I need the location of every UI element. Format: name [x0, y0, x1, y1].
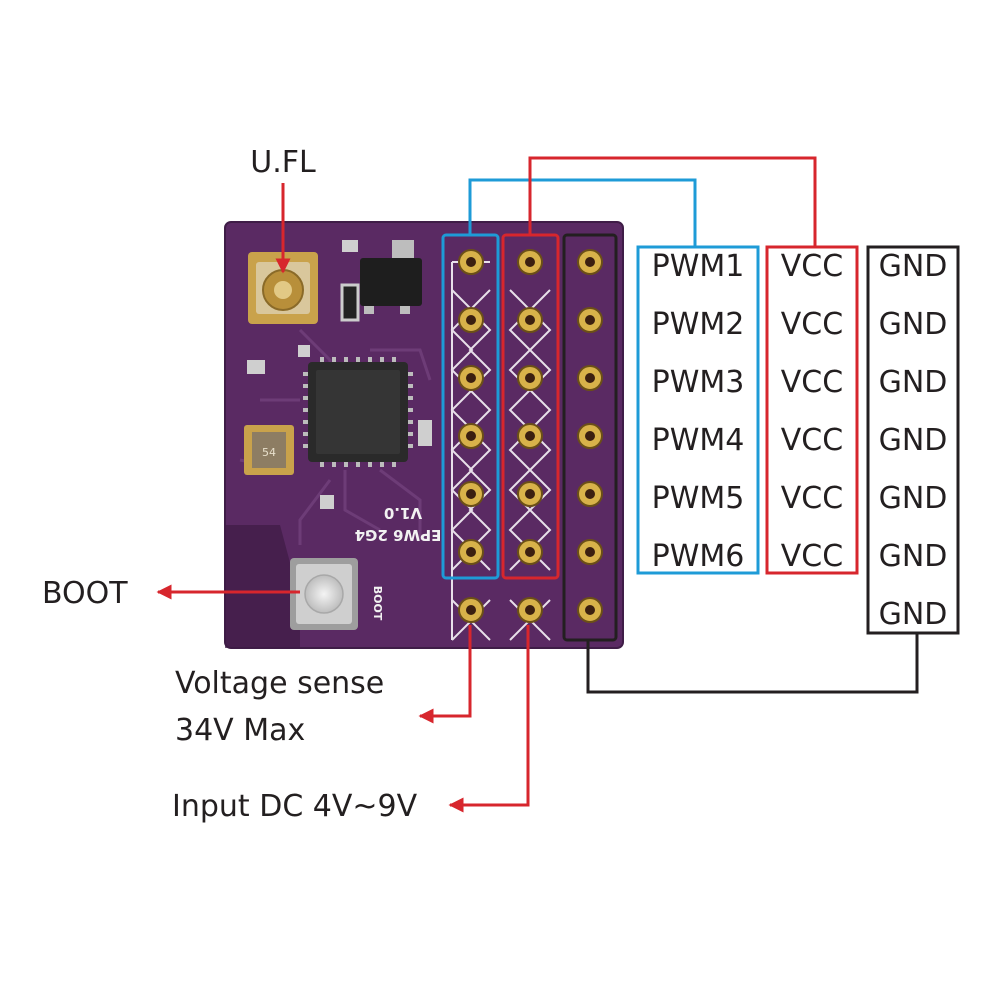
voltage-sense-arrow	[418, 625, 472, 724]
smd-resistor	[247, 360, 265, 374]
ufl-label: U.FL	[250, 145, 316, 180]
vcc-label: VCC	[781, 307, 843, 342]
boot-label: BOOT	[42, 576, 128, 611]
pwm-label: PWM1	[652, 249, 745, 284]
vcc-label: VCC	[781, 481, 843, 516]
vcc-label-box: VCC VCC VCC VCC VCC VCC	[765, 245, 859, 575]
pwm-label: PWM6	[652, 539, 745, 574]
gnd-label: GND	[879, 481, 948, 516]
gnd-column-highlight	[562, 233, 618, 642]
gnd-label: GND	[879, 597, 948, 632]
ufl-connector	[248, 252, 318, 324]
voltage-regulator	[360, 240, 422, 314]
svg-text:54: 54	[262, 446, 276, 459]
gnd-label: GND	[879, 423, 948, 458]
vcc-label: VCC	[781, 539, 843, 574]
gnd-label: GND	[879, 249, 948, 284]
pwm-label-box: PWM1 PWM2 PWM3 PWM4 PWM5 PWM6	[636, 245, 760, 575]
silkscreen-board-name: EPW6 2G4	[355, 526, 442, 544]
pwm-label: PWM3	[652, 365, 745, 400]
gnd-label-box: GND GND GND GND GND GND GND	[866, 245, 960, 635]
crystal-oscillator: 54	[244, 425, 294, 475]
smd-capacitor	[342, 240, 358, 252]
vcc-connector-line	[528, 156, 817, 247]
vcc-label: VCC	[781, 249, 843, 284]
pwm-label: PWM5	[652, 481, 745, 516]
silkscreen-version: V1.0	[384, 504, 422, 522]
vcc-label: VCC	[781, 365, 843, 400]
mcu-chip	[303, 357, 413, 467]
pcb-board: 54 V1.0 EPW6 2G4 BOOT	[224, 221, 624, 649]
input-dc-label: Input DC 4V~9V	[172, 789, 418, 824]
pin-header	[450, 249, 603, 641]
silkscreen-boot: BOOT	[371, 586, 384, 621]
voltage-sense-label: Voltage sense	[175, 666, 384, 701]
smd-resistor	[320, 495, 334, 509]
gnd-label: GND	[879, 539, 948, 574]
pwm-connector-line	[468, 178, 697, 247]
voltage-sense-max-label: 34V Max	[175, 713, 305, 748]
boot-button[interactable]	[290, 558, 358, 630]
gnd-label: GND	[879, 365, 948, 400]
pwm-label: PWM4	[652, 423, 745, 458]
smd-capacitor	[418, 420, 432, 446]
gnd-label: GND	[879, 307, 948, 342]
smd-resistor	[298, 345, 310, 357]
smd-diode	[340, 283, 360, 322]
input-dc-arrow	[448, 625, 530, 813]
pwm-label: PWM2	[652, 307, 745, 342]
vcc-label: VCC	[781, 423, 843, 458]
gnd-connector-line	[586, 633, 919, 694]
